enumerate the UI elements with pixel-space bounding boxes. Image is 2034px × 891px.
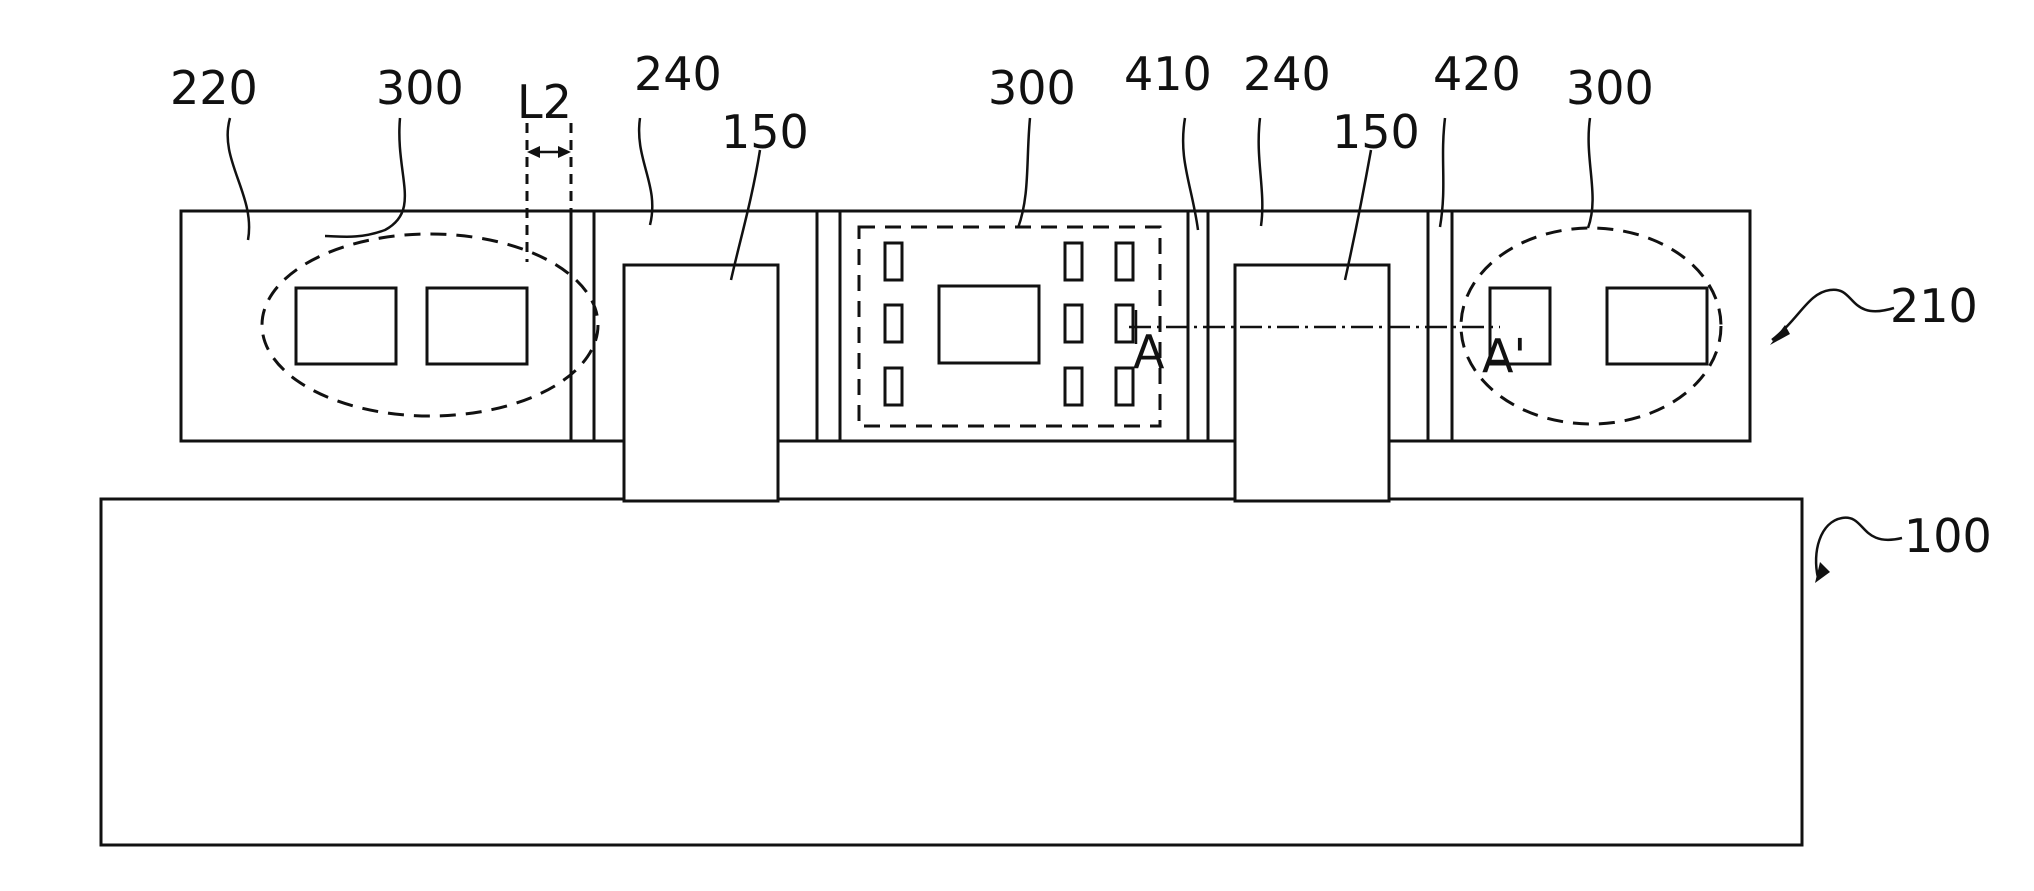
substrate-100 — [101, 499, 1802, 845]
label-420: 420 — [1433, 47, 1521, 101]
label-300-center: 300 — [988, 61, 1076, 115]
label-220: 220 — [170, 61, 258, 115]
label-section-A-prime: A' — [1482, 329, 1526, 383]
label-section-A: A — [1133, 325, 1165, 379]
chip-left-2 — [427, 288, 527, 364]
label-240-left: 240 — [634, 47, 722, 101]
label-300-left: 300 — [376, 61, 464, 115]
chip-right-2 — [1607, 288, 1707, 364]
post-150-left — [624, 265, 778, 501]
label-100: 100 — [1904, 509, 1992, 563]
post-150-right — [1235, 265, 1389, 501]
module-strip-210 — [181, 211, 1750, 441]
label-210: 210 — [1890, 279, 1978, 333]
arrow-100 — [1815, 518, 1902, 583]
label-150-left: 150 — [721, 105, 809, 159]
dimension-L2 — [527, 123, 571, 262]
label-410: 410 — [1124, 47, 1212, 101]
label-300-right: 300 — [1566, 61, 1654, 115]
arrow-210 — [1770, 290, 1894, 345]
label-240-right: 240 — [1243, 47, 1331, 101]
chip-center-main — [939, 286, 1039, 363]
chip-left-1 — [296, 288, 396, 364]
small-components-center — [885, 243, 1133, 405]
label-150-right: 150 — [1332, 105, 1420, 159]
label-L2: L2 — [517, 75, 572, 129]
component-group-left-outline — [262, 234, 598, 416]
